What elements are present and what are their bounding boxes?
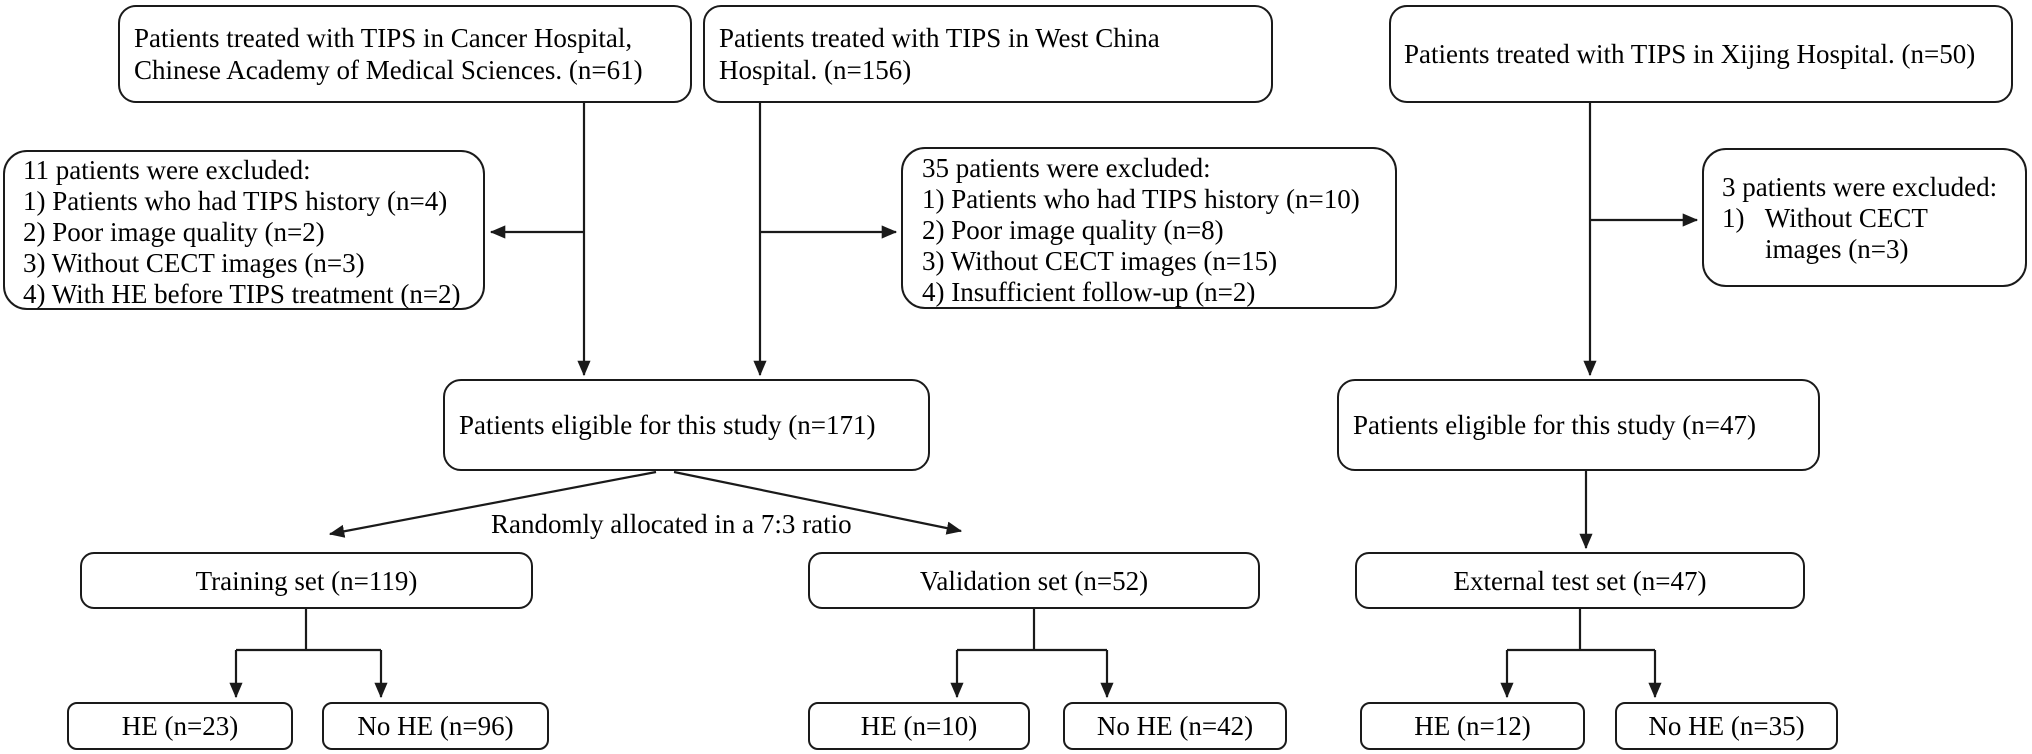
no-he-box-training: No HE (n=96) xyxy=(322,702,549,750)
eligible-internal-label: Patients eligible for this study (n=171) xyxy=(459,410,876,440)
source-box-cams-line2: Chinese Academy of Medical Sciences. (n=… xyxy=(134,55,643,85)
external-test-set-box: External test set (n=47) xyxy=(1355,552,1805,609)
he-box-training: HE (n=23) xyxy=(67,702,293,750)
eligible-external-label: Patients eligible for this study (n=47) xyxy=(1353,410,1756,440)
exclusion-westchina-item3: 3) Without CECT images (n=15) xyxy=(922,246,1278,276)
training-set-box: Training set (n=119) xyxy=(80,552,533,609)
exclusion-box-west-china: 35 patients were excluded: 1) Patients w… xyxy=(901,147,1397,309)
no-he-box-external: No HE (n=35) xyxy=(1615,702,1838,750)
allocation-ratio-label: Randomly allocated in a 7:3 ratio xyxy=(491,509,852,539)
source-box-xijing-line1: Patients treated with TIPS in Xijing Hos… xyxy=(1404,39,1976,69)
exclusion-cams-item2: 2) Poor image quality (n=2) xyxy=(23,217,325,247)
source-box-west-china: Patients treated with TIPS in West China… xyxy=(703,5,1273,103)
no-he-training-label: No HE (n=96) xyxy=(357,711,514,741)
he-validation-label: HE (n=10) xyxy=(860,711,978,741)
source-box-west-china-line2: Hospital. (n=156) xyxy=(719,55,912,85)
eligible-box-internal: Patients eligible for this study (n=171) xyxy=(443,379,930,471)
arrow-allocation-to-validation xyxy=(673,470,963,535)
source-box-west-china-line1: Patients treated with TIPS in West China xyxy=(719,23,1160,53)
validation-set-label: Validation set (n=52) xyxy=(919,565,1149,596)
exclusion-westchina-item2: 2) Poor image quality (n=8) xyxy=(922,215,1224,245)
source-box-xijing: Patients treated with TIPS in Xijing Hos… xyxy=(1389,5,2013,103)
exclusion-xijing-header: 3 patients were excluded: xyxy=(1722,172,1998,202)
exclusion-box-xijing: 3 patients were excluded: 1) Without CEC… xyxy=(1702,148,2027,287)
exclusion-box-cams: 11 patients were excluded: 1) Patients w… xyxy=(3,150,485,310)
arrow-allocation-to-training xyxy=(328,470,657,538)
he-box-external: HE (n=12) xyxy=(1360,702,1585,750)
no-he-validation-label: No HE (n=42) xyxy=(1096,711,1254,741)
exclusion-xijing-item1-cont: images (n=3) xyxy=(1765,234,1909,264)
exclusion-westchina-item4: 4) Insufficient follow-up (n=2) xyxy=(922,277,1256,307)
exclusion-cams-item3: 3) Without CECT images (n=3) xyxy=(23,248,365,278)
eligible-box-external: Patients eligible for this study (n=47) xyxy=(1337,379,1820,471)
exclusion-cams-item1: 1) Patients who had TIPS history (n=4) xyxy=(23,186,448,216)
he-box-validation: HE (n=10) xyxy=(808,702,1030,750)
training-set-label: Training set (n=119) xyxy=(195,565,418,596)
validation-set-box: Validation set (n=52) xyxy=(808,552,1260,609)
no-he-box-validation: No HE (n=42) xyxy=(1063,702,1287,750)
source-box-cams: Patients treated with TIPS in Cancer Hos… xyxy=(118,5,692,103)
exclusion-westchina-header: 35 patients were excluded: xyxy=(922,153,1211,183)
he-training-label: HE (n=23) xyxy=(121,711,239,741)
external-test-set-label: External test set (n=47) xyxy=(1453,565,1707,596)
he-external-label: HE (n=12) xyxy=(1414,711,1531,741)
exclusion-xijing-item1: 1) Without CECT xyxy=(1722,203,1928,233)
exclusion-cams-header: 11 patients were excluded: xyxy=(23,155,311,185)
source-box-cams-line1: Patients treated with TIPS in Cancer Hos… xyxy=(134,23,633,53)
exclusion-westchina-item1: 1) Patients who had TIPS history (n=10) xyxy=(922,184,1360,214)
exclusion-cams-item4: 4) With HE before TIPS treatment (n=2) xyxy=(23,279,461,309)
no-he-external-label: No HE (n=35) xyxy=(1648,711,1805,741)
